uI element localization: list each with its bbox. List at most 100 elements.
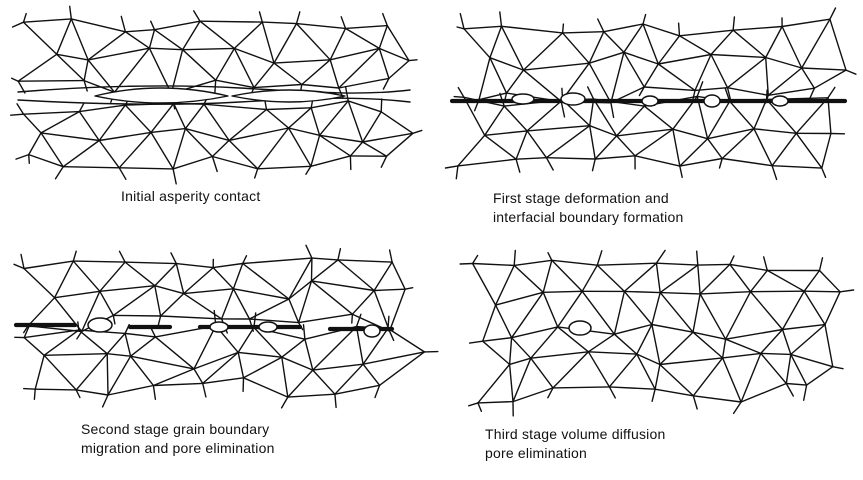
grain-boundary: [337, 259, 393, 263]
grain-boundary: [98, 104, 127, 142]
grain-boundary: [297, 313, 354, 324]
grain-boundary: [623, 262, 658, 293]
grain-boundary: [581, 264, 598, 292]
grain-edge-stub: [455, 165, 459, 180]
grain-edge-stub: [337, 247, 342, 261]
grain-boundary: [334, 384, 381, 395]
grain-edge-stub: [679, 165, 683, 179]
grain-boundary: [657, 63, 696, 92]
grain-edge-stub: [591, 158, 596, 172]
grain-boundary: [287, 369, 314, 398]
grain-boundary: [760, 352, 787, 385]
grain-boundary: [148, 47, 184, 51]
grain-edge-stub: [382, 77, 390, 90]
grain-boundary: [304, 338, 314, 371]
grain-boundary: [301, 83, 340, 89]
grain-boundary: [542, 259, 553, 293]
grain-edge-stub: [408, 59, 418, 62]
grain-boundary: [721, 357, 742, 403]
grain-boundary: [159, 292, 185, 317]
grain-edge-stub: [340, 16, 347, 30]
grain-edge-stub: [20, 253, 25, 270]
interface-void: [94, 87, 229, 104]
grain-boundary: [657, 53, 712, 65]
grain-boundary: [75, 389, 109, 396]
grain-edge-stub: [596, 250, 603, 266]
grain-boundary: [767, 87, 816, 97]
grain-boundary: [589, 98, 595, 127]
grain-edge-stub: [821, 167, 827, 179]
grain-edge-stub: [547, 251, 553, 261]
grain-boundary: [740, 352, 762, 403]
grain-boundary: [154, 285, 185, 295]
grain-boundary: [697, 264, 701, 295]
caption-line: First stage deformation and: [493, 190, 669, 206]
grain-boundary: [40, 132, 100, 142]
grain-boundary: [28, 132, 42, 156]
grain-boundary: [513, 259, 553, 267]
grain-boundary: [710, 53, 767, 59]
grain-edge-stub: [459, 12, 465, 30]
grain-boundary: [329, 59, 340, 89]
grain-edge-stub: [610, 102, 615, 119]
lower-surface: [17, 97, 411, 105]
grain-boundary: [484, 130, 528, 137]
grain-boundary: [526, 124, 591, 132]
grain-boundary: [587, 351, 638, 355]
grain-boundary: [237, 351, 283, 358]
grain-boundary: [471, 262, 497, 306]
grain-boundary: [175, 262, 185, 295]
grain-boundary: [659, 291, 694, 333]
grain-boundary: [257, 127, 290, 170]
grain-boundary: [608, 386, 656, 390]
grain-edge-stub: [771, 164, 778, 181]
grain-boundary: [56, 53, 89, 61]
grain-boundary: [170, 49, 184, 95]
grain-boundary: [214, 47, 236, 81]
grain-boundary: [706, 128, 755, 140]
grain-edge-stub: [201, 382, 207, 398]
grain-boundary: [310, 100, 349, 109]
grain-boundary: [463, 25, 503, 30]
grain-boundary: [760, 352, 792, 356]
grain-boundary: [153, 29, 184, 51]
grain-boundary: [80, 290, 101, 333]
grain-boundary: [615, 105, 645, 137]
grain-edge-stub: [785, 382, 794, 397]
pore: [363, 324, 381, 338]
grain-boundary: [795, 132, 823, 169]
grain-edge-stub: [763, 256, 768, 272]
grain-edge-stub: [101, 394, 109, 408]
grain-boundary: [654, 388, 694, 397]
grain-boundary: [212, 262, 244, 269]
grain-boundary: [334, 363, 364, 395]
grain-edge-stub: [380, 155, 388, 168]
grain-boundary: [193, 325, 217, 370]
grain-boundary: [659, 331, 694, 366]
caption-line: pore elimination: [485, 445, 588, 461]
grain-boundary: [508, 357, 532, 366]
grain-boundary: [129, 355, 155, 387]
grain-edge-stub: [334, 393, 337, 409]
grain-boundary: [297, 280, 313, 324]
grain-edge-stub: [468, 340, 484, 344]
grain-edge-stub: [382, 12, 388, 27]
grain-boundary: [23, 336, 45, 356]
grain-edge-stub: [388, 330, 395, 342]
grain-edge-stub: [355, 313, 362, 328]
grain-edge-stub: [351, 313, 354, 324]
grain-edge-stub: [677, 22, 681, 37]
grain-boundary: [790, 323, 826, 356]
grain-boundary: [351, 289, 375, 315]
grain-boundary: [522, 62, 590, 71]
grain-edge-stub: [545, 156, 554, 171]
grain-boundary: [265, 107, 312, 111]
grain-boundary: [699, 293, 727, 340]
caption-third-stage: Third stage volume diffusion pore elimin…: [485, 425, 665, 463]
grain-edge-stub: [280, 396, 289, 409]
grain-boundary: [28, 153, 64, 168]
grain-boundary: [699, 263, 731, 295]
grain-boundary: [482, 340, 511, 366]
grain-boundary: [199, 20, 263, 23]
grain-boundary: [508, 337, 513, 366]
